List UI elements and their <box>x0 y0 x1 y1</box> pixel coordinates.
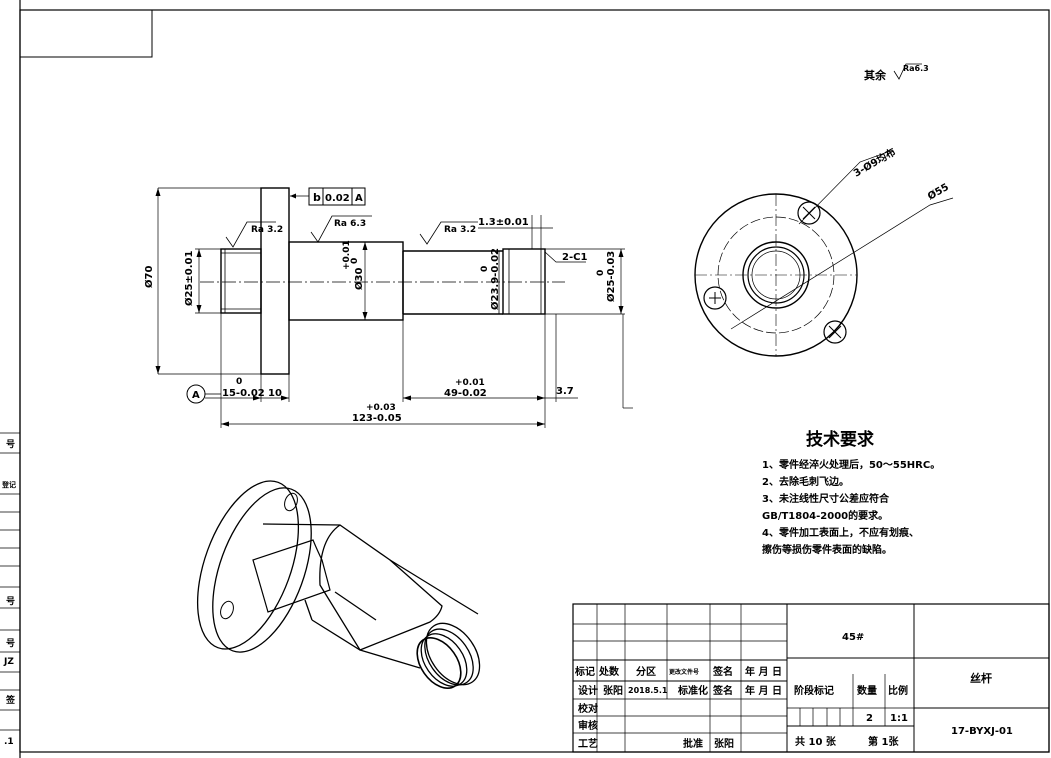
dim-len49: 49-0.02 <box>444 388 487 399</box>
dim-len15-upper: 0 <box>236 377 242 387</box>
tb-scale: 1:1 <box>890 713 908 724</box>
gdt-datum: A <box>355 193 363 204</box>
strip-text-4: 号 <box>6 638 15 649</box>
tb-check-label: 校对 <box>578 702 598 715</box>
gdt-frame: b 0.02 A <box>290 187 366 206</box>
roughness-left: Ra 3.2 <box>251 225 283 235</box>
tb-approve-label: 批准 <box>683 737 703 750</box>
tb-std-label: 标准化 <box>677 684 708 697</box>
tech-title: 技术要求 <box>806 429 874 450</box>
dim-d25: Ø25±0.01 <box>183 250 195 306</box>
strip-text-7: .1 <box>4 737 14 747</box>
dim-len123-upper: +0.03 <box>366 403 396 413</box>
dim-d23-upper: 0 <box>480 266 490 272</box>
left-strip <box>0 432 20 731</box>
tb-hdr-mark: 标记 <box>574 665 595 678</box>
tb-sign-label: 签名 <box>712 684 733 697</box>
tb-part-name: 丝杆 <box>970 671 992 685</box>
tb-drawing-no: 17-BYXJ-01 <box>951 726 1013 737</box>
title-block-grid <box>572 603 1050 753</box>
tb-sheets: 共 10 张 <box>795 735 837 748</box>
part-side-view-details <box>200 249 565 314</box>
tb-hdr-change: 更改文件号 <box>669 668 699 676</box>
datum-a-symbol: A <box>186 384 221 404</box>
dimension-arrows <box>155 188 624 427</box>
tb-design-label: 设计 <box>578 684 598 697</box>
tb-date: 2018.5.1 <box>628 686 668 695</box>
tb-audit-label: 审核 <box>578 719 598 732</box>
tb-scale-label: 比例 <box>888 684 908 697</box>
pcd-note: Ø55 <box>926 181 951 203</box>
tb-hdr-zone: 分区 <box>636 665 656 678</box>
tb-qty-label: 数量 <box>857 684 877 697</box>
part-isometric-view <box>196 480 481 689</box>
strip-text-2: 登记 <box>1 480 16 489</box>
tb-ymd-label: 年 月 日 <box>745 684 782 697</box>
dim-d30-lower: 0 <box>350 258 360 264</box>
tb-sheet-no: 第 1张 <box>868 735 899 748</box>
tb-approver: 张阳 <box>714 737 734 750</box>
dim-d70: Ø70 <box>143 266 155 288</box>
side-view-dimension-lines <box>157 187 633 428</box>
roughness-middle: Ra 6.3 <box>334 219 366 229</box>
roughness-right: Ra 3.2 <box>444 225 476 235</box>
gdt-symbol: b <box>313 191 321 204</box>
tb-hdr-count: 处数 <box>598 665 620 678</box>
tb-process-label: 工艺 <box>578 737 598 750</box>
strip-text-5: JZ <box>3 657 14 667</box>
tech-line-5: 4、零件加工表面上，不应有划痕、 <box>762 526 919 539</box>
surface-finish-note: 其余 Ra6.3 <box>864 63 929 82</box>
roughness-symbols <box>225 215 478 248</box>
dim-len10: 10 <box>268 388 282 399</box>
dim-d25r-upper: 0 <box>596 270 606 276</box>
tech-line-2: 2、去除毛刺飞边。 <box>762 475 849 488</box>
gdt-tolerance: 0.02 <box>325 193 350 204</box>
tb-material: 45# <box>842 632 864 643</box>
tech-line-1: 1、零件经淬火处理后，50～55HRC。 <box>762 458 940 471</box>
tech-requirements: 技术要求 1、零件经淬火处理后，50～55HRC。 2、去除毛刺飞边。 3、未注… <box>762 429 940 556</box>
dim-chamfer: 2-C1 <box>562 252 587 263</box>
tech-line-6: 擦伤等损伤零件表面的缺陷。 <box>762 543 892 556</box>
dim-len123: 123-0.05 <box>352 413 402 424</box>
sheet-frame <box>19 0 1050 758</box>
dim-len49-upper: +0.01 <box>455 378 485 388</box>
datum-a-label: A <box>192 390 200 401</box>
strip-text-1: 号 <box>6 439 15 450</box>
dim-len15: 15-0.02 <box>222 388 265 399</box>
tb-stage-label: 阶段标记 <box>794 684 834 697</box>
holes-note: 3-Ø9均布 <box>851 145 898 180</box>
tb-designer: 张阳 <box>603 684 623 697</box>
tb-hdr-sign: 签名 <box>712 665 733 678</box>
dim-d30: Ø30 <box>353 268 365 290</box>
tech-line-4: GB/T1804-2000的要求。 <box>762 509 888 522</box>
part-end-view <box>694 149 954 357</box>
dim-groove: 1.3±0.01 <box>478 217 529 228</box>
strip-text-6: 签 <box>5 694 16 706</box>
dim-d30-upper: +0.01 <box>342 240 352 270</box>
dim-d25r: Ø25-0.03 <box>605 251 617 302</box>
strip-text-3: 号 <box>6 596 15 607</box>
tb-qty: 2 <box>866 713 873 724</box>
tech-line-3: 3、未注线性尺寸公差应符合 <box>762 492 890 505</box>
dim-d23: Ø23.9-0.02 <box>489 248 501 310</box>
dim-len37: 3.7 <box>556 386 574 397</box>
tb-hdr-date: 年 月 日 <box>745 665 782 678</box>
surface-note-value: Ra6.3 <box>903 64 929 73</box>
surface-note-prefix: 其余 <box>864 68 887 82</box>
